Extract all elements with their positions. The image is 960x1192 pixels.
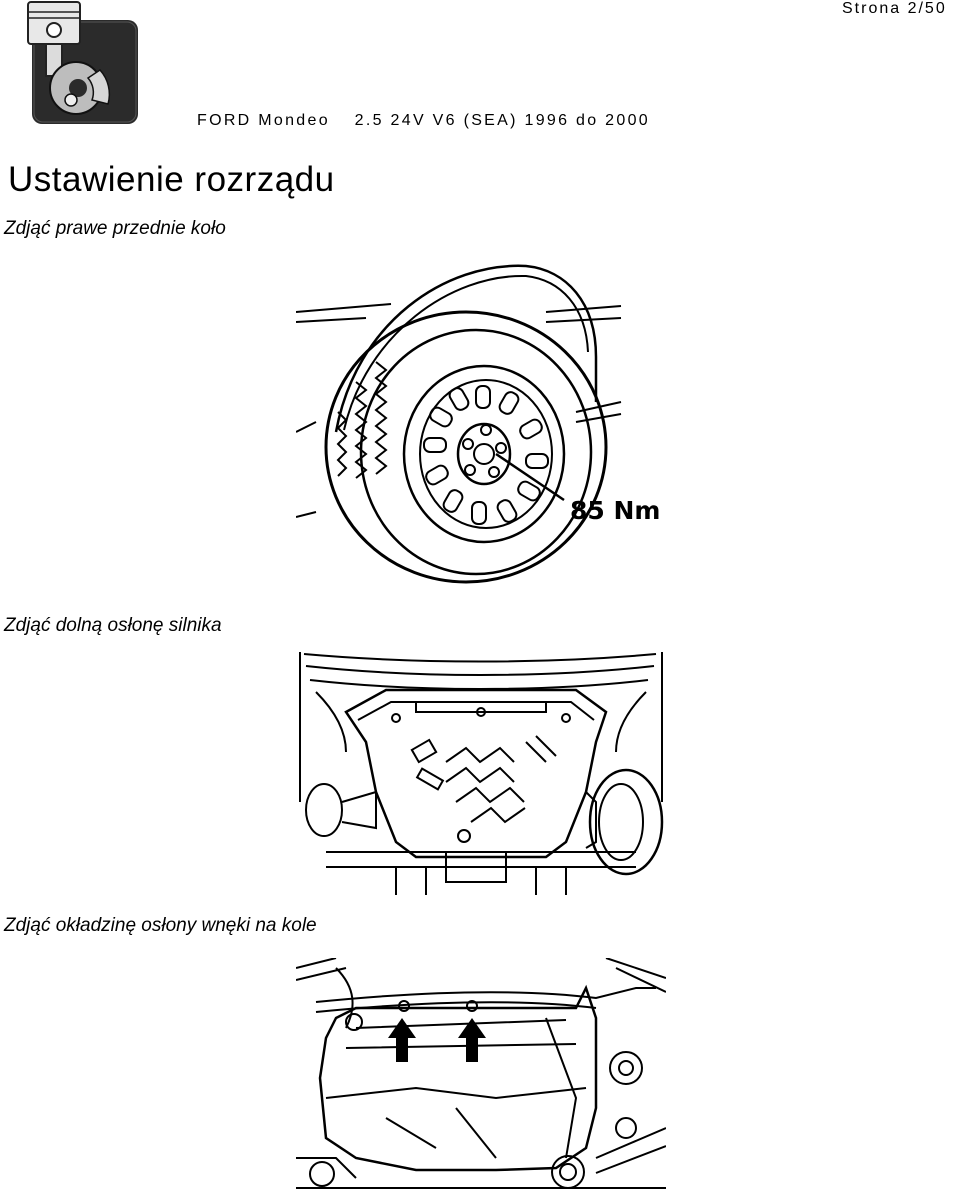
- wheel-arch-liner-figure: [296, 958, 666, 1189]
- document-header: FORD Mondeo 2.5 24V V6 (SEA) 1996 do 200…: [197, 112, 650, 130]
- page-title: Ustawienie rozrządu: [8, 160, 335, 199]
- step-1-text: Zdjąć prawe przednie koło: [4, 218, 226, 239]
- arrow-up-icon: [388, 1018, 416, 1062]
- step-2-text: Zdjąć dolną osłonę silnika: [4, 615, 222, 636]
- piston-gear-logo-icon: [27, 1, 138, 124]
- engine-spec: 2.5 24V V6 (SEA) 1996 do 2000: [354, 112, 650, 129]
- wheel-removal-figure: 85 Nm: [296, 264, 660, 584]
- arrow-up-icon: [458, 1018, 486, 1062]
- torque-label: 85 Nm: [570, 496, 660, 525]
- step-3-text: Zdjąć okładzinę osłony wnęki na kole: [4, 915, 317, 936]
- page-number: Strona 2/50: [842, 0, 947, 17]
- arrow-marks: [388, 1018, 486, 1062]
- undertray-figure: [299, 652, 664, 895]
- vehicle-model: FORD Mondeo: [197, 112, 330, 129]
